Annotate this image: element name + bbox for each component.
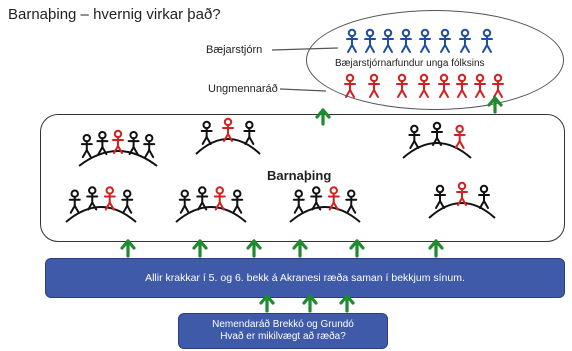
representative-figure xyxy=(327,186,340,211)
up-arrow xyxy=(246,239,262,258)
council-figures xyxy=(346,28,493,53)
up-arrow xyxy=(339,294,355,313)
discussion-group xyxy=(289,186,361,223)
all-kids-text: Allir krakkar í 5. og 6. bekk á Akranesi… xyxy=(145,272,465,284)
council-connector xyxy=(271,47,339,51)
student-figure xyxy=(408,124,421,149)
up-arrow xyxy=(192,239,208,258)
discussion-groups xyxy=(65,117,496,223)
youth-member-figure xyxy=(418,73,430,98)
student-figure xyxy=(86,186,99,211)
student-figure xyxy=(96,130,109,156)
youth-member-figure xyxy=(474,73,486,98)
representative-figure xyxy=(213,186,226,211)
discussion-group xyxy=(65,186,137,223)
discussion-group xyxy=(175,186,247,223)
student-figure xyxy=(68,189,81,214)
council-member-figure xyxy=(382,28,394,53)
group-table-arc xyxy=(402,142,472,159)
student-figure xyxy=(127,130,140,156)
council-member-figure xyxy=(481,28,493,53)
youth-connector xyxy=(279,88,327,92)
youth-member-figure xyxy=(344,73,356,98)
group-table-arc xyxy=(428,202,496,219)
discussion-group xyxy=(195,117,261,155)
student-figure xyxy=(143,133,156,159)
group-table-arc xyxy=(195,138,261,155)
youth-member-figure xyxy=(368,73,380,98)
student-figure xyxy=(434,184,446,209)
student-figure xyxy=(196,186,209,211)
student-figure xyxy=(231,189,244,214)
student-figure xyxy=(431,121,443,146)
youth-council-label: Ungmennaráð xyxy=(208,83,278,95)
council-member-figure xyxy=(419,28,431,53)
council-member-figure xyxy=(346,28,358,53)
page-title: Barnaþing – hvernig virkar það? xyxy=(8,6,221,23)
up-arrow xyxy=(315,108,331,126)
student-figure xyxy=(200,120,213,145)
council-meeting-ellipse xyxy=(306,10,564,110)
youth-member-figure xyxy=(456,73,468,98)
discussion-group xyxy=(428,181,496,219)
up-arrow xyxy=(120,239,136,258)
council-member-figure xyxy=(400,28,412,53)
student-figure xyxy=(243,120,256,145)
student-figure xyxy=(121,189,134,214)
parliament-label: Barnaþing xyxy=(267,168,332,183)
all-kids-band: Allir krakkar í 5. og 6. bekk á Akranesi… xyxy=(45,258,565,298)
meeting-label: Bæjarstjórnarfundur unga fólksins xyxy=(335,58,485,69)
up-arrow xyxy=(302,294,318,313)
up-arrow xyxy=(428,239,444,258)
arrows xyxy=(120,96,503,313)
up-arrow xyxy=(292,239,308,258)
representative-figure xyxy=(222,117,234,142)
up-arrow xyxy=(259,294,275,313)
youth-figures xyxy=(344,73,504,98)
group-table-arc xyxy=(78,150,158,167)
student-figure xyxy=(178,189,191,214)
group-table-arc xyxy=(175,206,247,223)
representative-figure xyxy=(112,129,124,154)
student-figure xyxy=(80,133,93,159)
council-member-figure xyxy=(459,28,471,53)
youth-member-figure xyxy=(438,73,450,98)
youth-member-figure xyxy=(492,73,504,98)
student-figure xyxy=(292,189,305,214)
representative-figure xyxy=(456,181,468,206)
representative-figure xyxy=(453,124,466,149)
discussion-group xyxy=(78,129,158,167)
group-table-arc xyxy=(289,206,361,223)
student-figure xyxy=(310,186,323,211)
student-figure xyxy=(478,184,490,209)
council-member-figure xyxy=(364,28,376,53)
discussion-group xyxy=(402,121,472,159)
council-label: Bæjarstjórn xyxy=(206,44,263,56)
group-table-arc xyxy=(65,206,137,223)
student-council-line1: Nemendaráð Brekkó og Grundó xyxy=(212,319,354,330)
student-figure xyxy=(345,189,358,214)
up-arrow xyxy=(349,239,365,258)
student-council-line2: Hvað er mikilvægt að ræða? xyxy=(220,331,346,342)
representative-figure xyxy=(103,186,116,211)
up-arrow xyxy=(487,96,503,114)
council-member-figure xyxy=(439,28,451,53)
student-council-box: Nemendaráð Brekkó og Grundó Hvað er miki… xyxy=(178,313,388,349)
youth-member-figure xyxy=(396,73,408,98)
connector-lines xyxy=(271,47,339,92)
